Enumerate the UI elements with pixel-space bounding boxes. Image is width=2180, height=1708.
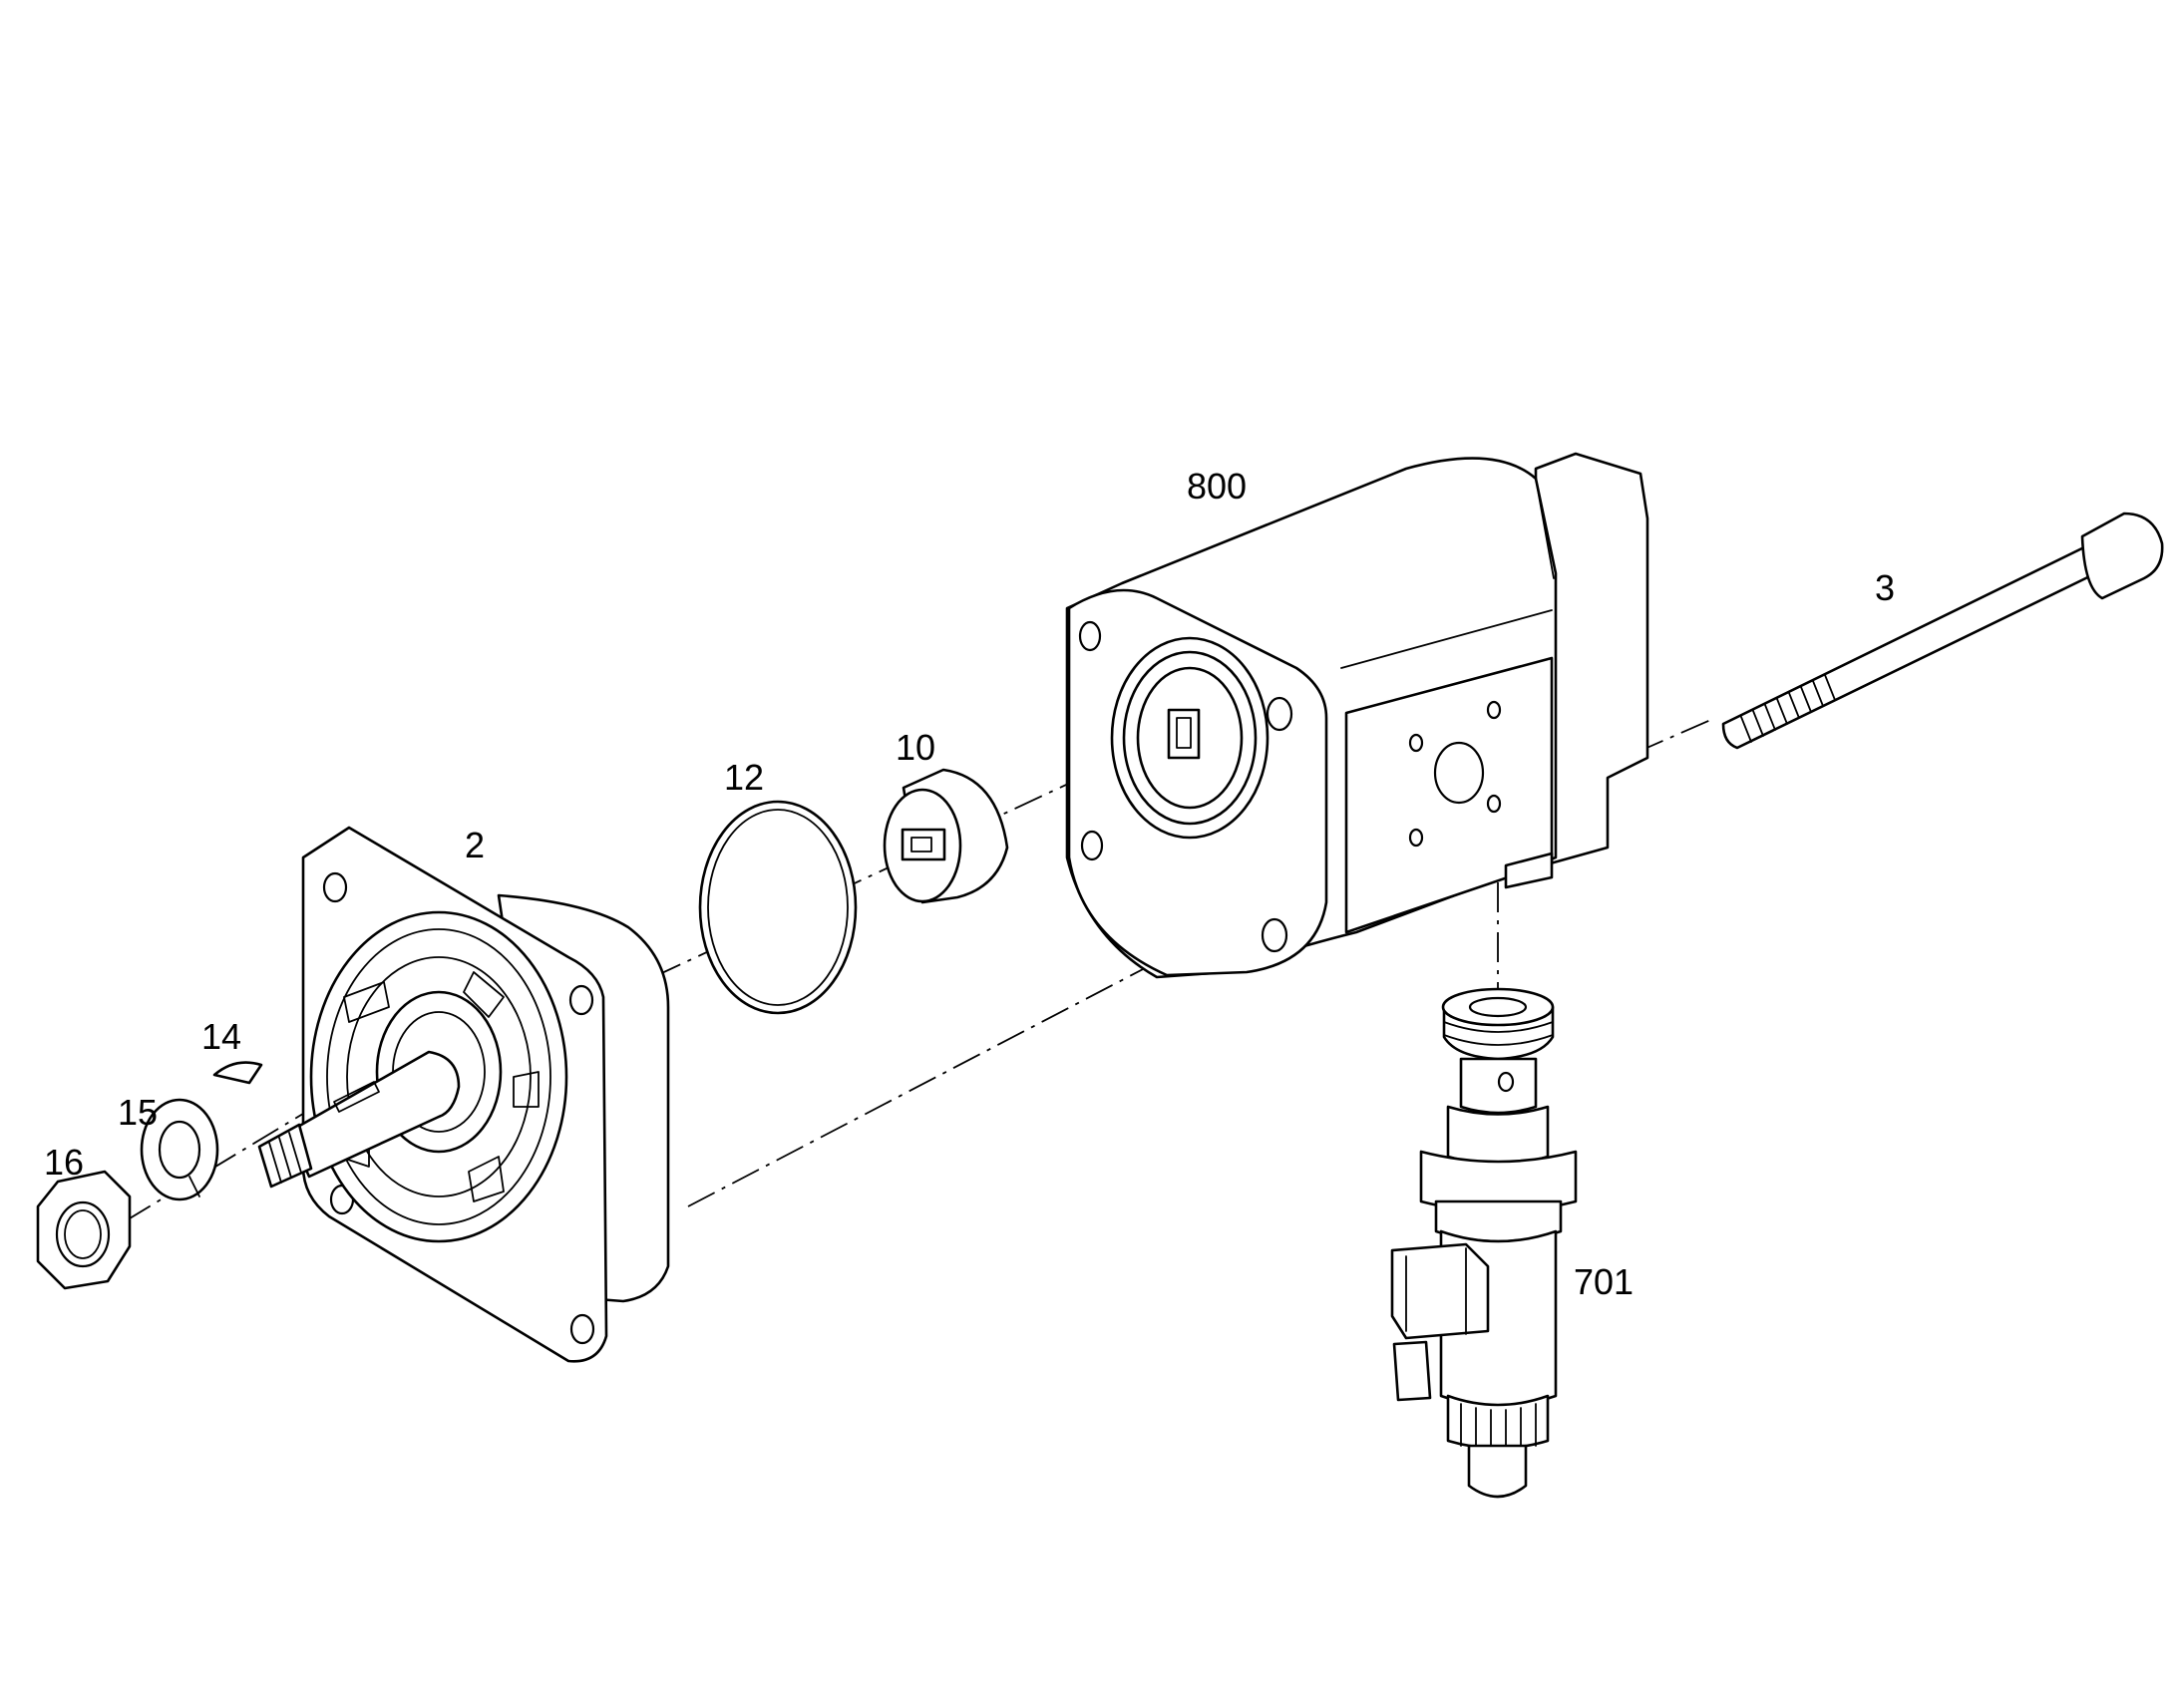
callout-2: 2 (465, 825, 485, 865)
shaft[interactable] (257, 1050, 461, 1189)
callout-labels: 800 3 10 12 2 14 15 16 701 (44, 466, 1895, 1302)
callout-10: 10 (896, 727, 935, 768)
coupling-10[interactable] (883, 768, 1009, 904)
pump-body-800[interactable] (1065, 452, 1649, 979)
o-ring-12[interactable] (698, 800, 858, 1015)
valve-701[interactable] (1390, 987, 1578, 1499)
callout-800: 800 (1187, 466, 1247, 507)
lock-washer-15[interactable] (140, 1098, 219, 1201)
callout-3: 3 (1875, 567, 1895, 608)
nut-16[interactable] (36, 1170, 132, 1290)
callout-701: 701 (1574, 1261, 1634, 1302)
callout-16: 16 (44, 1142, 84, 1183)
key-14[interactable] (212, 1061, 263, 1085)
bolt-3[interactable] (1721, 512, 2164, 750)
callout-12: 12 (724, 757, 764, 798)
callout-15: 15 (118, 1092, 158, 1133)
callout-14: 14 (201, 1016, 241, 1057)
